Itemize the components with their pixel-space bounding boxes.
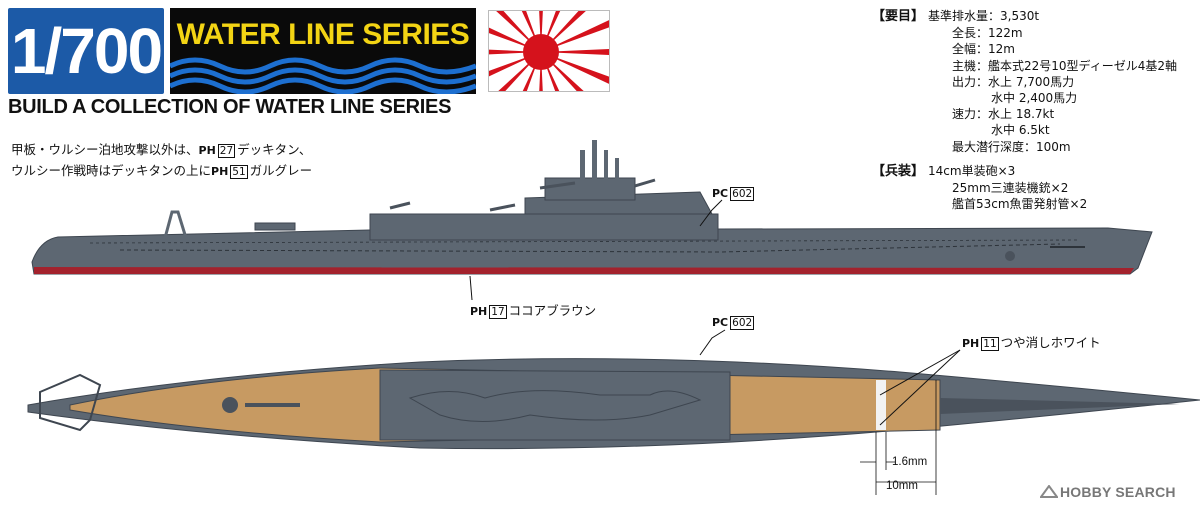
paint-code-prefix: PH	[470, 305, 488, 318]
spec-speed-surface: 速力：水上 18.7kt	[952, 107, 1055, 122]
series-title: WATER LINE SERIES	[176, 18, 470, 51]
scale-badge: 1/700	[8, 8, 164, 94]
armament-item: 艦首53cm魚雷発射管×2	[952, 197, 1088, 212]
side-view	[31, 140, 1153, 301]
top-view	[27, 329, 1200, 495]
watermark-text: HOBBY SEARCH	[1060, 484, 1176, 500]
paint-code-prefix: PH	[962, 337, 980, 350]
armament-item: 25mm三連装機銃×2	[952, 181, 1069, 196]
spec-row: 水中 2,400馬力	[872, 90, 1192, 106]
hobby-search-logo-icon	[1040, 485, 1058, 498]
paint-code-number: 11	[981, 337, 999, 351]
paint-code-prefix: PC	[712, 316, 729, 329]
spec-row: 速力：水上 18.7kt	[872, 106, 1192, 122]
paint-code-number: 602	[730, 316, 755, 330]
note-text: ガルグレー	[249, 163, 313, 178]
spec-power-surface: 出力：水上 7,700馬力	[952, 74, 1075, 89]
note-text: ウルシー作戦時はデッキタンの上に	[11, 163, 212, 178]
paint-code-number: 51	[230, 165, 248, 179]
wave-graphic	[170, 57, 476, 94]
spec-row: 最大潜行深度：100m	[872, 139, 1192, 155]
dimension-inner: 1.6mm	[892, 456, 928, 468]
armament-heading: 【兵装】	[872, 163, 925, 179]
paint-color-name: つや消しホワイト	[1000, 335, 1101, 350]
paint-code-prefix: PH	[211, 165, 229, 178]
spec-max-depth: 最大潜行深度：100m	[952, 139, 1071, 154]
spec-heading: 【要目】	[872, 9, 925, 24]
paint-code-prefix: PH	[198, 144, 216, 157]
armament-row: 25mm三連装機銃×2	[872, 180, 1192, 196]
paint-color-name: ココアブラウン	[508, 303, 597, 318]
spec-row: 【要目】基準排水量：3,530t	[872, 8, 1192, 25]
paint-code-number: 17	[489, 305, 507, 319]
paint-code-number: 27	[217, 144, 236, 158]
armament-item: 14cm単装砲×3	[928, 163, 1016, 178]
dimension-outer: 10mm	[886, 480, 918, 492]
scale-text: 1/700	[10, 15, 163, 87]
spec-row: 全長：122m	[872, 25, 1192, 41]
spec-row: 主機：艦本式22号10型ディーゼル4基2軸	[872, 58, 1192, 74]
spec-beam: 全幅：12m	[952, 42, 1015, 57]
spec-row: 全幅：12m	[872, 41, 1192, 57]
spec-displacement: 基準排水量：3,530t	[928, 9, 1040, 23]
watermark: HOBBY SEARCH	[1040, 484, 1176, 500]
tagline: BUILD A COLLECTION OF WATER LINE SERIES	[8, 96, 452, 118]
spec-table: 【要目】基準排水量：3,530t 全長：122m 全幅：12m 主機：艦本式22…	[872, 8, 1192, 212]
armament-row: 艦首53cm魚雷発射管×2	[872, 196, 1192, 212]
paint-code-number: 602	[730, 187, 755, 201]
armament-row: 【兵装】14cm単装砲×3	[872, 163, 1192, 180]
paint-code-prefix: PC	[712, 187, 729, 200]
note-text: デッキタン、	[237, 142, 312, 157]
spec-engine: 主機：艦本式22号10型ディーゼル4基2軸	[952, 58, 1177, 73]
rising-sun-flag-icon	[488, 10, 610, 92]
spec-row: 出力：水上 7,700馬力	[872, 74, 1192, 90]
spec-row: 水中 6.5kt	[872, 122, 1192, 138]
spec-power-submerged: 水中 2,400馬力	[991, 91, 1078, 106]
series-banner: WATER LINE SERIES	[170, 8, 476, 94]
spec-speed-submerged: 水中 6.5kt	[991, 123, 1050, 138]
note-text: 甲板・ウルシー泊地攻撃以外は、	[11, 142, 199, 157]
spec-length: 全長：122m	[952, 26, 1023, 41]
